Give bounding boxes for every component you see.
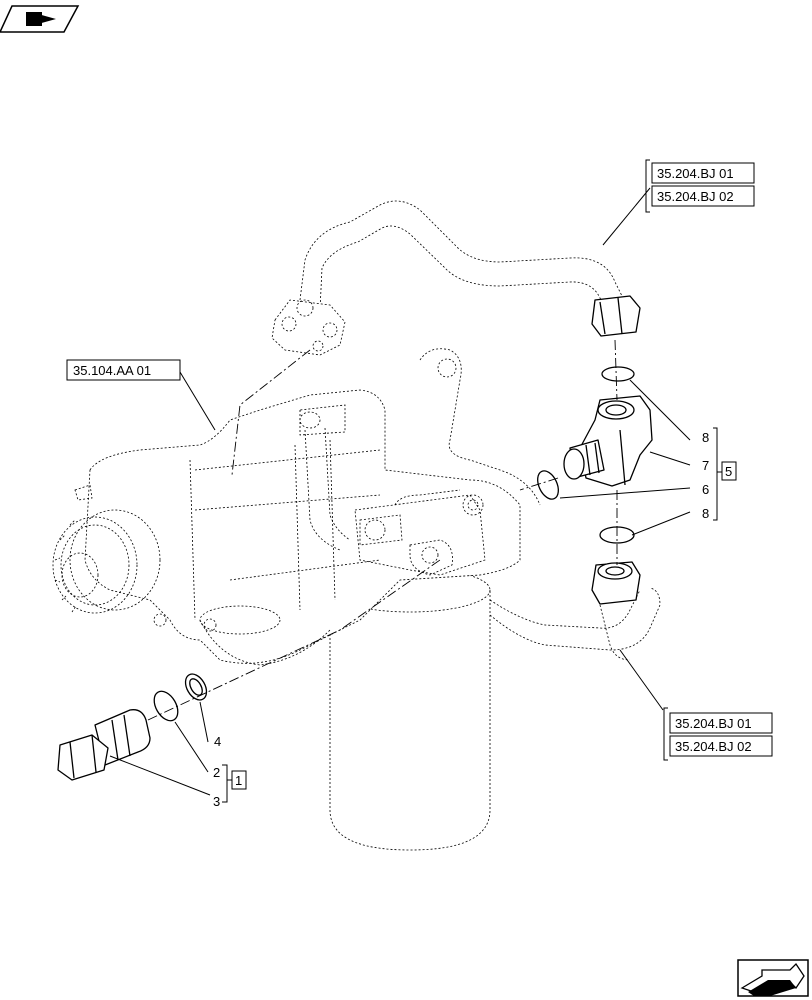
tee-adapter-7 (563, 395, 653, 487)
callout-7: 7 (702, 458, 709, 473)
next-page-arrow-icon[interactable] (737, 959, 809, 997)
leader-lines (109, 159, 722, 803)
lower-pipe-nut (591, 561, 641, 605)
injection-pump-ghost (74, 389, 521, 666)
ref-lower-pipe-2-label: 35.204.BJ 02 (675, 739, 752, 754)
group-5-label: 5 (725, 464, 732, 479)
group-box-1[interactable]: 1 (231, 770, 247, 790)
o-ring-2 (153, 690, 179, 722)
mounting-bracket-ghost (419, 348, 541, 506)
ref-upper-pipe-2[interactable]: 35.204.BJ 02 (651, 185, 755, 207)
callout-8-lower: 8 (702, 506, 709, 521)
callout-8-upper: 8 (702, 430, 709, 445)
ref-lower-pipe-1-label: 35.204.BJ 01 (675, 716, 752, 731)
o-ring-8-upper (601, 366, 635, 382)
upper-flange-fitting (271, 299, 346, 356)
ref-pump-label: 35.104.AA 01 (73, 363, 151, 378)
ref-upper-pipe-1[interactable]: 35.204.BJ 01 (651, 162, 755, 184)
callout-3: 3 (213, 794, 220, 809)
ref-lower-pipe-1[interactable]: 35.204.BJ 01 (669, 712, 773, 734)
ref-upper-pipe-2-label: 35.204.BJ 02 (657, 189, 734, 204)
callout-6: 6 (702, 482, 709, 497)
group-1-label: 1 (235, 773, 242, 788)
assembly-axis-lines (147, 339, 618, 721)
plug-3 (57, 709, 151, 781)
book-arrow-icon[interactable] (0, 5, 80, 33)
ref-lower-pipe-2[interactable]: 35.204.BJ 02 (669, 735, 773, 757)
o-ring-4 (184, 673, 208, 701)
callout-4: 4 (214, 734, 221, 749)
ref-pump[interactable]: 35.104.AA 01 (66, 359, 181, 381)
group-box-5[interactable]: 5 (721, 461, 737, 481)
drive-gear (52, 509, 161, 614)
upper-pipe-nut (591, 295, 641, 337)
ref-upper-pipe-1-label: 35.204.BJ 01 (657, 166, 734, 181)
callout-2: 2 (213, 765, 220, 780)
o-ring-6 (537, 470, 559, 500)
upper-pipe-ghost (299, 200, 626, 316)
